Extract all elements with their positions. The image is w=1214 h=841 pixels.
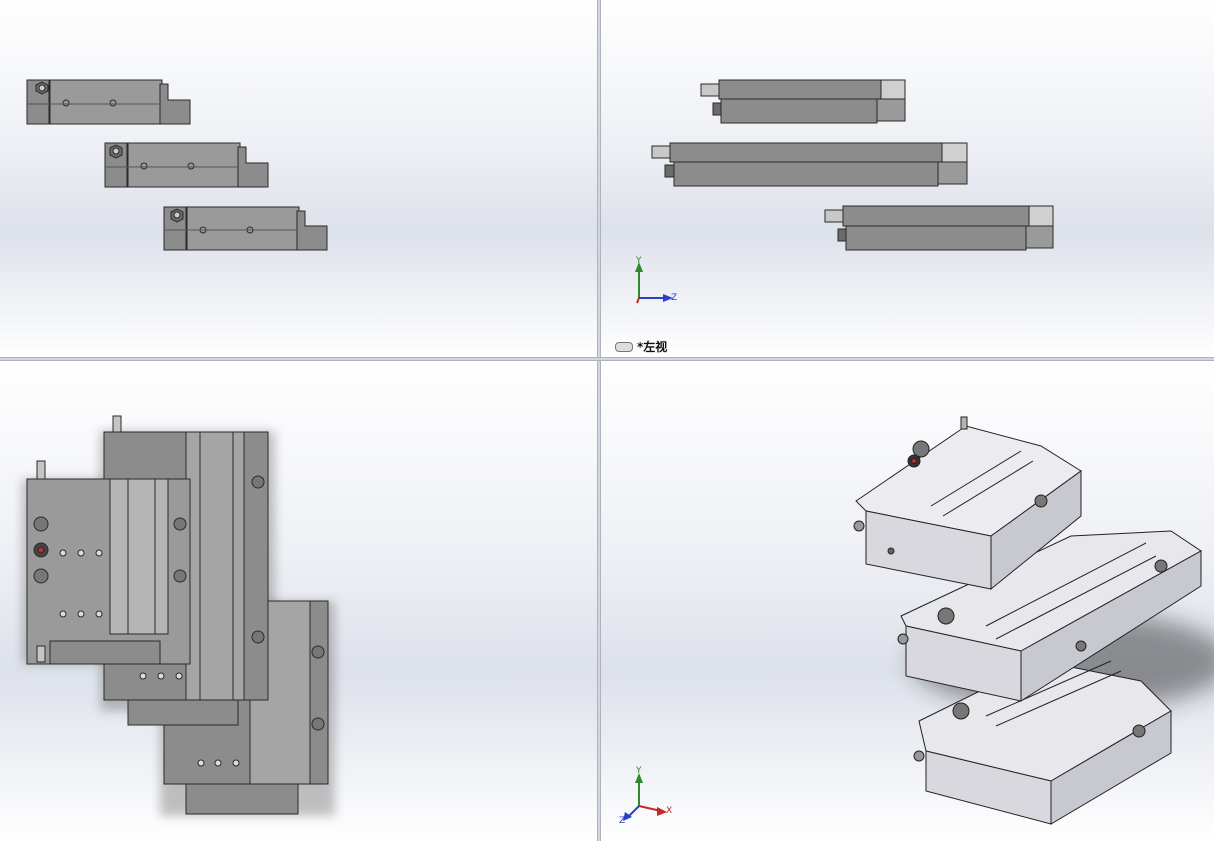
front-view-drawing [26, 79, 328, 251]
triad-x-label-iso: X [666, 806, 673, 816]
slide-table-part-2 [104, 142, 269, 188]
top-part-front [26, 460, 191, 665]
view-orientation-icon [615, 341, 633, 352]
top-view-drawing [22, 415, 335, 816]
isometric-view-drawing [623, 416, 1214, 825]
triad-z-label-iso: Z [619, 816, 626, 826]
viewport-splitter-horizontal[interactable] [0, 357, 1214, 361]
viewport-front[interactable] [0, 0, 597, 357]
viewport-splitter-vertical[interactable] [597, 0, 601, 841]
view-orientation-text: *左视 [637, 340, 668, 354]
cylinder-part-3 [824, 205, 1054, 251]
viewport-top[interactable] [0, 361, 597, 841]
view-orientation-label: *左视 [615, 338, 667, 355]
slide-table-part-1 [26, 79, 191, 125]
iso-part-top [853, 416, 1082, 591]
viewport-isometric[interactable]: Y X Z [601, 361, 1214, 841]
left-view-drawing [635, 79, 1054, 304]
slide-table-part-3 [163, 206, 328, 251]
cylinder-part-2 [651, 142, 968, 187]
cylinder-part-1 [700, 79, 906, 124]
iso-part-middle [897, 530, 1202, 702]
triad-z-label: Z [671, 293, 678, 303]
axis-triad-iso [623, 773, 667, 821]
triad-y-label: Y [636, 256, 642, 266]
axis-triad [635, 262, 673, 304]
viewport-left[interactable]: Y Z *左视 [601, 0, 1214, 357]
triad-y-label-iso: Y [636, 766, 642, 776]
